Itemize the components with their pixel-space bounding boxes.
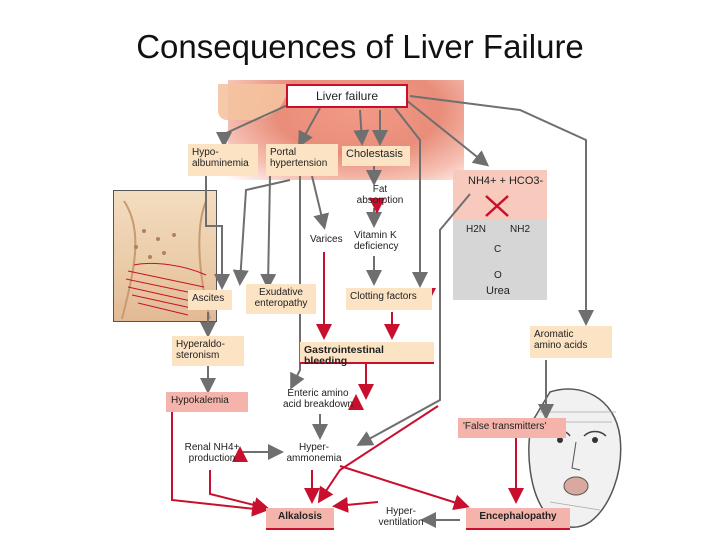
node-hypoalbuminemia: Hypo- albuminemia [188, 144, 258, 176]
urea-panel [453, 220, 547, 300]
urea-top-label: NH4+ + HCO3- [468, 175, 544, 187]
node-aromatic-amino-acids: Aromatic amino acids [530, 326, 612, 358]
node-exudative-enteropathy: Exudative enteropathy [246, 284, 316, 314]
node-hyperventilation: Hyper- ventilation [378, 506, 424, 528]
node-alkalosis: Alkalosis [266, 508, 334, 530]
node-vitamin-k: Vitamin K deficiency [354, 230, 399, 252]
ascites-abdomen-illustration [113, 190, 217, 322]
node-clotting-factors: Clotting factors [346, 288, 432, 310]
urea-h2n: H2N [466, 224, 487, 235]
node-ascites: Ascites [188, 290, 232, 310]
node-hyperaldosteronism: Hyperaldo- steronism [172, 336, 244, 366]
node-fat-absorption: Fat absorption [356, 184, 404, 206]
slide-title: Consequences of Liver Failure [136, 28, 584, 65]
node-varices: Varices [310, 234, 343, 245]
abdomen-drawing [121, 200, 211, 320]
urea-o: O [494, 270, 502, 281]
node-hyperammonemia: Hyper- ammonemia [286, 442, 342, 464]
node-gi-bleeding: Gastrointestinal bleeding [300, 342, 434, 367]
node-encephalopathy: Encephalopathy [466, 508, 570, 530]
node-false-transmitters: 'False transmitters' [458, 418, 566, 438]
node-portal-hypertension: Portal hypertension [266, 144, 338, 176]
urea-label: Urea [486, 285, 510, 297]
urea-c: C [494, 244, 502, 255]
node-hypokalemia: Hypokalemia [166, 392, 248, 412]
urea-nh2: NH2 [510, 224, 531, 235]
node-enteric-breakdown: Enteric amino acid breakdown [282, 388, 354, 410]
node-liver-failure: Liver failure [286, 84, 408, 108]
node-cholestasis: Cholestasis [342, 146, 410, 166]
node-renal-production: Renal NH4+ production [184, 442, 240, 464]
